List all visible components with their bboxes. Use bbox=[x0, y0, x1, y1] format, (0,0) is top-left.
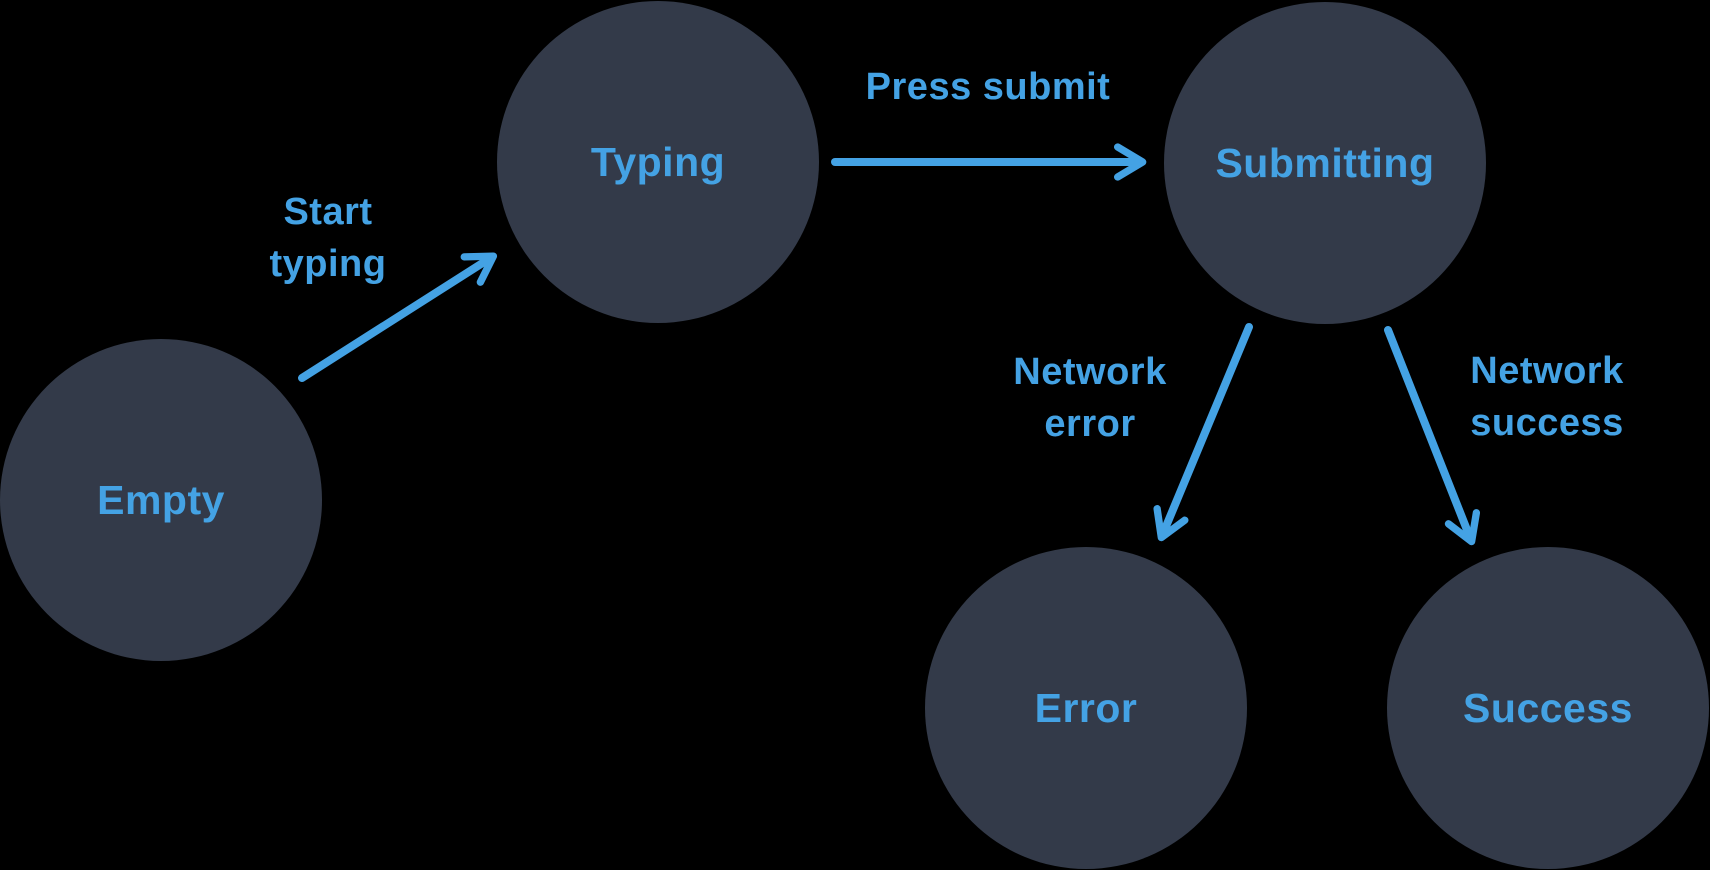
state-node-submitting: Submitting bbox=[1164, 2, 1486, 324]
transition-label-network-error: Network error bbox=[960, 346, 1220, 450]
transition-label-press-submit: Press submit bbox=[838, 61, 1138, 113]
transition-label-line: typing bbox=[269, 243, 387, 285]
state-node-empty: Empty bbox=[0, 339, 322, 661]
transition-label-line: Press submit bbox=[865, 66, 1111, 108]
arrow-network-success bbox=[1384, 326, 1481, 546]
arrow-network-error bbox=[1153, 323, 1253, 542]
state-label-empty: Empty bbox=[97, 476, 225, 523]
state-node-typing: Typing bbox=[497, 1, 819, 323]
state-label-typing: Typing bbox=[590, 138, 726, 185]
transition-label-line: Network bbox=[1470, 350, 1624, 392]
transition-label-line: success bbox=[1470, 402, 1624, 444]
arrow-start-typing bbox=[298, 252, 498, 382]
state-label-success: Success bbox=[1463, 684, 1633, 731]
state-label-error: Error bbox=[1034, 684, 1138, 731]
transition-label-line: Start bbox=[283, 191, 373, 233]
state-node-success: Success bbox=[1387, 547, 1709, 869]
state-node-error: Error bbox=[925, 547, 1247, 869]
transition-label-line: error bbox=[1044, 403, 1136, 445]
transition-label-line: Network bbox=[1013, 351, 1167, 393]
transition-label-start-typing: Start typing bbox=[208, 186, 448, 290]
state-label-submitting: Submitting bbox=[1215, 139, 1435, 186]
transition-label-network-success: Network success bbox=[1417, 345, 1677, 449]
